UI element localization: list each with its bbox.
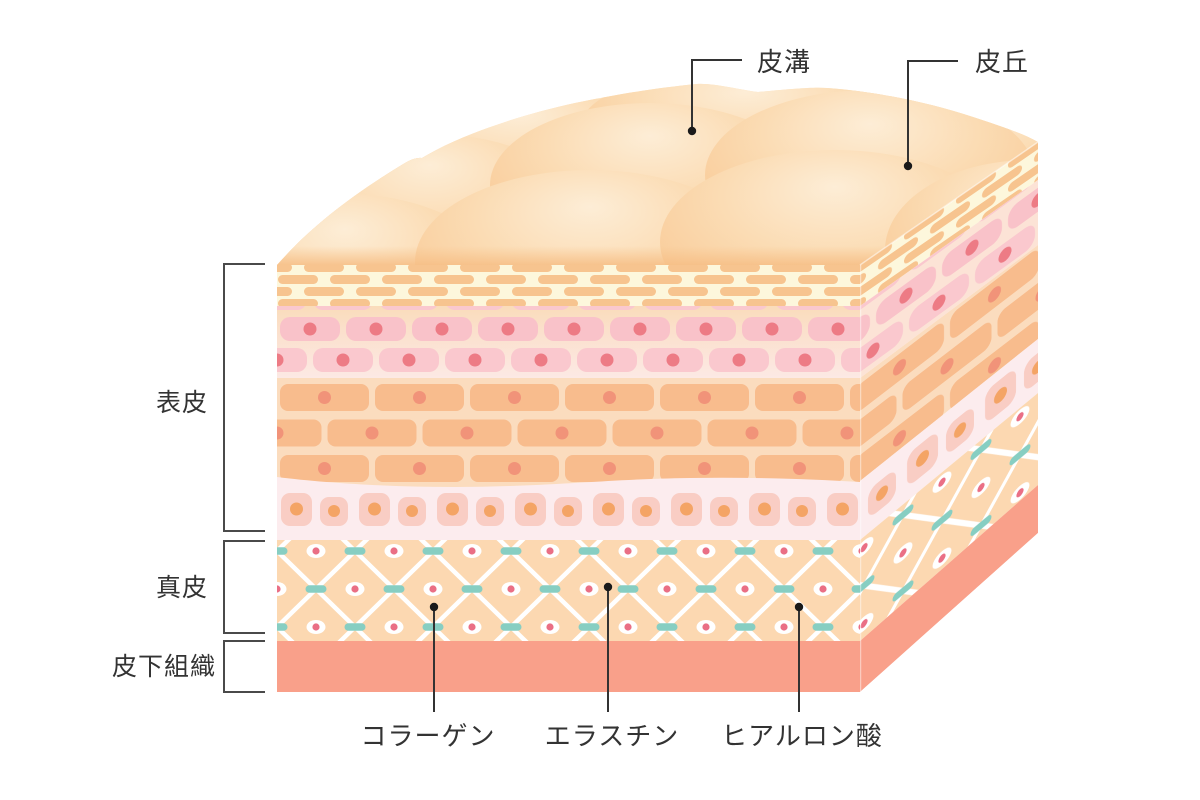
leader-hikyu xyxy=(907,60,958,166)
leader-lines xyxy=(433,59,958,712)
skin-block xyxy=(277,83,1039,692)
leader-dot-collagen xyxy=(429,602,439,612)
layer-dermis-fibers-side xyxy=(860,393,1038,641)
diagram-labels: 皮溝 皮丘 表皮 真皮 皮下組織 コラーゲン エラスチン ヒアルロン酸 xyxy=(112,47,1029,751)
top-ridge-highlight xyxy=(859,141,1039,266)
layer-brackets xyxy=(223,263,265,693)
leader-dot-hikou xyxy=(687,126,697,136)
surface-front-edge-shade xyxy=(277,246,1038,265)
label-hikyu: 皮丘 xyxy=(975,47,1029,77)
layer-basal-cells-side xyxy=(860,339,1038,540)
layer-subcutis-front xyxy=(277,641,860,692)
leader-dot-hikyu xyxy=(903,161,913,171)
layer-stratum-corneum-capsules-front xyxy=(277,265,860,306)
label-epidermis: 表皮 xyxy=(156,389,208,417)
layer-stratum-corneum-capsules-side xyxy=(860,142,1038,306)
skin-front-face xyxy=(277,265,860,692)
label-subcutaneous-tissue: 皮下組織 xyxy=(112,653,216,681)
layer-subcutis-side xyxy=(860,485,1038,692)
bracket-epidermis xyxy=(223,263,265,532)
layer-basal-cells-front xyxy=(277,477,860,540)
skin-side-face xyxy=(860,142,1038,692)
label-collagen: コラーゲン xyxy=(360,721,495,751)
layer-dermis-fibers-front xyxy=(277,540,860,641)
layer-spinous-cells-side xyxy=(860,245,1038,481)
label-elastin: エラスチン xyxy=(545,721,679,751)
leader-dots xyxy=(429,126,913,612)
layer-spinous-cells-front xyxy=(277,378,860,488)
bracket-subcutaneous xyxy=(223,640,265,693)
leader-dot-elastin xyxy=(603,582,613,592)
leader-dot-hyaluronic-acid xyxy=(794,602,804,612)
label-hikou: 皮溝 xyxy=(757,47,811,77)
label-hyaluronic-acid: ヒアルロン酸 xyxy=(721,721,883,751)
leader-hikou xyxy=(691,59,742,131)
layer-granular-cells-front xyxy=(277,306,860,378)
label-dermis: 真皮 xyxy=(156,574,208,602)
bracket-dermis xyxy=(223,540,265,634)
layer-granular-cells-side xyxy=(860,180,1038,378)
